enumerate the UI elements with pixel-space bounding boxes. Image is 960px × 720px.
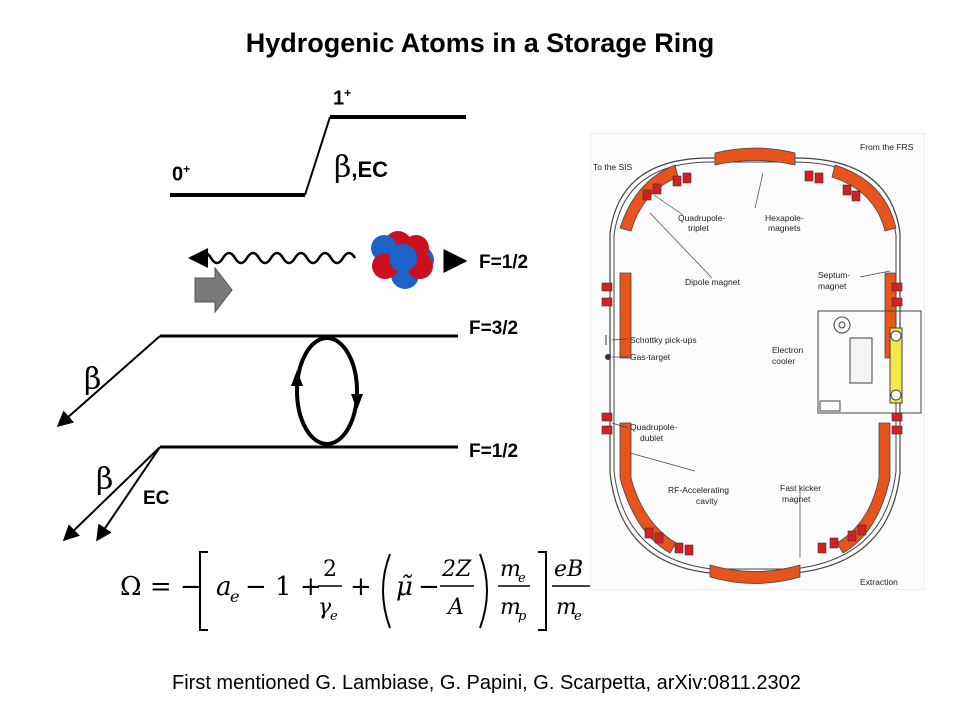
beta-upper-label: β [84,362,102,397]
precession-equation: Ω = − a e − 1 + 2 γ e + μ̃ − 2Z A m e m … [120,551,590,631]
transition-line [304,116,331,196]
page-title: Hydrogenic Atoms in a Storage Ring [245,28,715,58]
eq-gamma: γ [318,595,332,620]
transition-loop [295,336,359,446]
eq-gamma-sub: e [330,609,338,624]
ring-label-quad-doublet-1: Quadrupole- [630,422,677,432]
ring-label-hexapole-2: magnets [768,223,801,233]
eq-minus-one: − 1 + [245,572,322,602]
beta-lower-label: β [96,462,114,497]
loop-arrow-down [351,394,363,410]
emission-state-label: F=1/2 [479,252,529,273]
eq-me-den-sub: e [574,609,582,624]
eq-plus: + [350,572,372,602]
eq-mp-sub: p [518,609,527,624]
ring-label-septum-2: magnet [818,281,847,291]
upper-state-label: F=3/2 [469,318,519,339]
ring-label-rf-1: RF-Accelerating [668,485,729,495]
beta-ec-label: β,EC [334,150,389,185]
ring-label-schottky: Schottky pick-ups [630,335,697,345]
beta-decay-lower-arrow [62,446,161,542]
ring-label-hexapole-1: Hexapole- [765,213,804,223]
label-leaders [611,172,891,558]
eq-left-bracket [199,551,208,631]
nucleus-icon [371,231,434,289]
eq-a-sub: e [230,587,239,606]
direction-arrow-icon [194,266,233,314]
ring-label-kicker-2: magnet [782,494,811,504]
ring-label-gas-target: Gas-target [630,352,671,362]
lower-state-label: F=1/2 [469,441,519,462]
ring-label-electron-1: Electron [772,345,803,355]
eq-lhs: Ω = − [120,572,202,602]
eq-2z: 2Z [441,557,472,582]
beta-decay-upper-arrow [56,335,161,428]
ec-label: EC [143,488,170,509]
ring-label-kicker-1: Fast kicker [780,483,821,493]
ring-label-dipole: Dipole magnet [685,277,740,287]
eq-two: 2 [323,557,337,582]
level-scheme-diagram [56,115,468,542]
citation: First mentioned G. Lambiase, G. Papini, … [172,672,801,694]
eq-me-num-sub: e [518,571,526,586]
storage-ring-diagram: To the SIS From the FRS Quadrupole- trip… [590,133,925,590]
ring-label-extraction: Extraction [860,577,898,587]
ring-label-electron-2: cooler [772,356,795,366]
ring-label-from-frs: From the FRS [860,142,914,152]
eq-me-den: m [556,595,577,620]
ring-label-quad-triplet-2: triplet [688,223,709,233]
loop-arrow-up [291,370,303,386]
ring-label-quad-doublet-2: dublet [640,433,664,443]
ring-label-to-sis: To the SIS [593,162,633,172]
photon-wave [188,248,357,268]
ring-label-septum-1: Septum- [818,270,850,280]
ground-state-label: 0+ [172,162,191,186]
ring-label-quad-triplet-1: Quadrupole- [678,213,725,223]
eq-a-mass: A [446,595,464,620]
quadrupoles [601,170,903,556]
eq-left-paren [382,553,391,629]
ec-decay-arrow [96,446,161,542]
eq-minus: − [418,572,440,602]
excited-state-label: 1+ [333,86,352,110]
eq-right-paren [479,553,488,629]
schottky-pickups [605,335,611,360]
ring-label-rf-2: cavity [696,496,718,506]
eq-right-bracket [538,551,547,631]
eq-mu: μ̃ [396,572,413,602]
eq-me-num: m [500,557,521,582]
eq-eb: eB [554,557,583,582]
eq-mp: m [500,595,521,620]
electron-cooler-icon [817,310,922,414]
eq-a: a [216,572,232,602]
